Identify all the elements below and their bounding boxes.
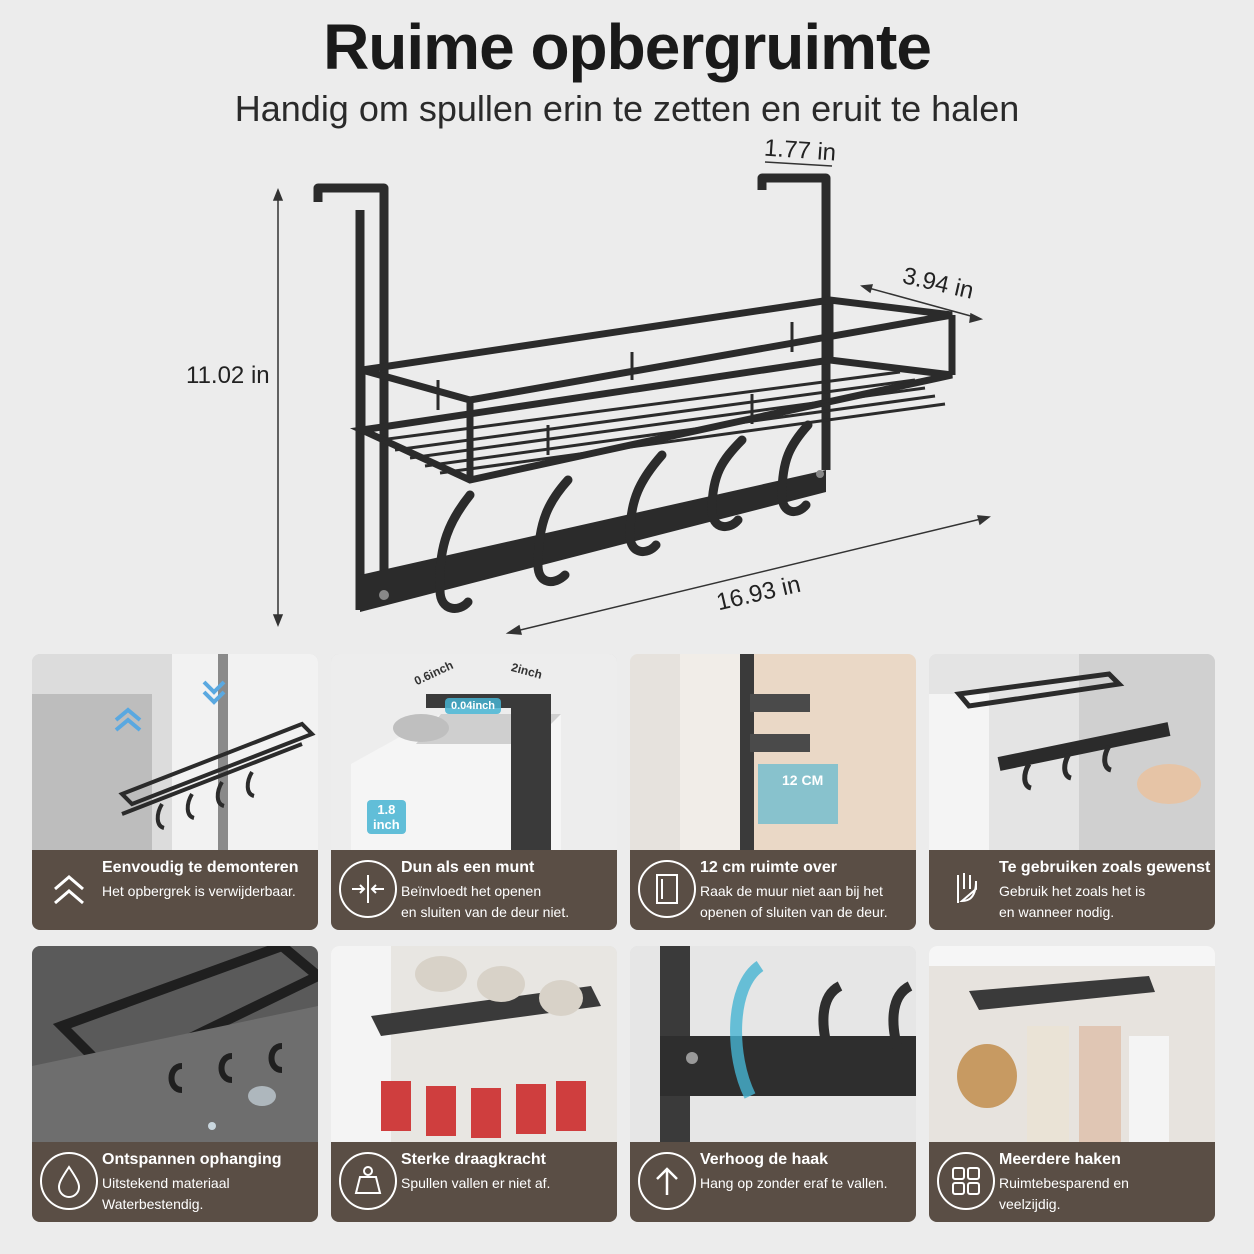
feature-card-space: 12 CM 12 cm ruimte over Raak de muur nie… (630, 654, 916, 930)
feature-card-use: Te gebruiken zoals gewenst Gebruik het z… (929, 654, 1215, 930)
weight-icon (339, 1152, 397, 1210)
feature-card-demount: Eenvoudig te demonteren Het opbergrek is… (32, 654, 318, 930)
card-description: Raak de muur niet aan bij het openen of … (700, 883, 888, 920)
card-title: 12 cm ruimte over (700, 859, 837, 876)
arrow-up-icon (638, 1152, 696, 1210)
height-dimension: 11.02 in (186, 362, 270, 389)
feature-card-thin: 0.6inch 2inch 0.04inch 1.8 inch Dun als … (331, 654, 617, 930)
card-description: Uitstekend materiaal Waterbestendig. (102, 1175, 230, 1212)
card-photo (929, 654, 1215, 850)
gap-label: 0.04inch (445, 698, 502, 714)
card-description: Spullen vallen er niet af. (401, 1175, 551, 1191)
card-title: Meerdere haken (999, 1151, 1121, 1168)
card-photo: 0.6inch 2inch 0.04inch 1.8 inch (331, 654, 617, 850)
feature-card-load: Sterke draagkracht Spullen vallen er nie… (331, 946, 617, 1222)
product-diagram (170, 140, 1000, 640)
card-caption: Meerdere haken Ruimtebesparend en veelzi… (929, 1142, 1215, 1222)
card-caption: Te gebruiken zoals gewenst Gebruik het z… (929, 850, 1215, 930)
card-title: Eenvoudig te demonteren (102, 859, 299, 876)
feature-card-multi: Meerdere haken Ruimtebesparend en veelzi… (929, 946, 1215, 1222)
card-photo: 12 CM (630, 654, 916, 850)
card-caption: 12 cm ruimte over Raak de muur niet aan … (630, 850, 916, 930)
card-photo (929, 946, 1215, 1142)
card-caption: Ontspannen ophanging Uitstekend materiaa… (32, 1142, 318, 1222)
card-caption: Dun als een munt Beïnvloedt het openen e… (331, 850, 617, 930)
card-description: Beïnvloedt het openen en sluiten van de … (401, 883, 570, 920)
card-caption: Verhoog de haak Hang op zonder eraf te v… (630, 1142, 916, 1222)
card-photo (32, 654, 318, 850)
water-drop-icon (40, 1152, 98, 1210)
depth-label: 1.8 inch (367, 800, 406, 834)
card-photo (32, 946, 318, 1142)
rack-illustration (272, 161, 991, 635)
thin-arrows-icon (339, 860, 397, 918)
card-description: Hang op zonder eraf te vallen. (700, 1175, 888, 1191)
hook-depth-dimension: 1.77 in (763, 134, 837, 167)
door-icon (638, 860, 696, 918)
feature-card-hook: Verhoog de haak Hang op zonder eraf te v… (630, 946, 916, 1222)
card-title: Ontspannen ophanging (102, 1151, 282, 1168)
grid-icon (937, 1152, 995, 1210)
page-title: Ruime opbergruimte (323, 11, 932, 83)
card-caption: Sterke draagkracht Spullen vallen er nie… (331, 1142, 617, 1222)
card-description: Ruimtebesparend en veelzijdig. (999, 1175, 1129, 1212)
card-photo (630, 946, 916, 1142)
feature-card-waterproof: Ontspannen ophanging Uitstekend materiaa… (32, 946, 318, 1222)
card-title: Te gebruiken zoals gewenst (999, 859, 1211, 876)
card-title: Verhoog de haak (700, 1151, 829, 1168)
card-description: Het opbergrek is verwijderbaar. (102, 883, 296, 899)
card-description: Gebruik het zoals het is en wanneer nodi… (999, 883, 1146, 920)
double-chevron-up-icon (40, 860, 98, 918)
card-photo (331, 946, 617, 1142)
card-title: Dun als een munt (401, 859, 535, 876)
card-title: Sterke draagkracht (401, 1151, 546, 1168)
hand-icon (937, 860, 995, 918)
space-label: 12 CM (782, 772, 824, 788)
page-subtitle: Handig om spullen erin te zetten en erui… (234, 88, 1020, 129)
card-caption: Eenvoudig te demonteren Het opbergrek is… (32, 850, 318, 930)
